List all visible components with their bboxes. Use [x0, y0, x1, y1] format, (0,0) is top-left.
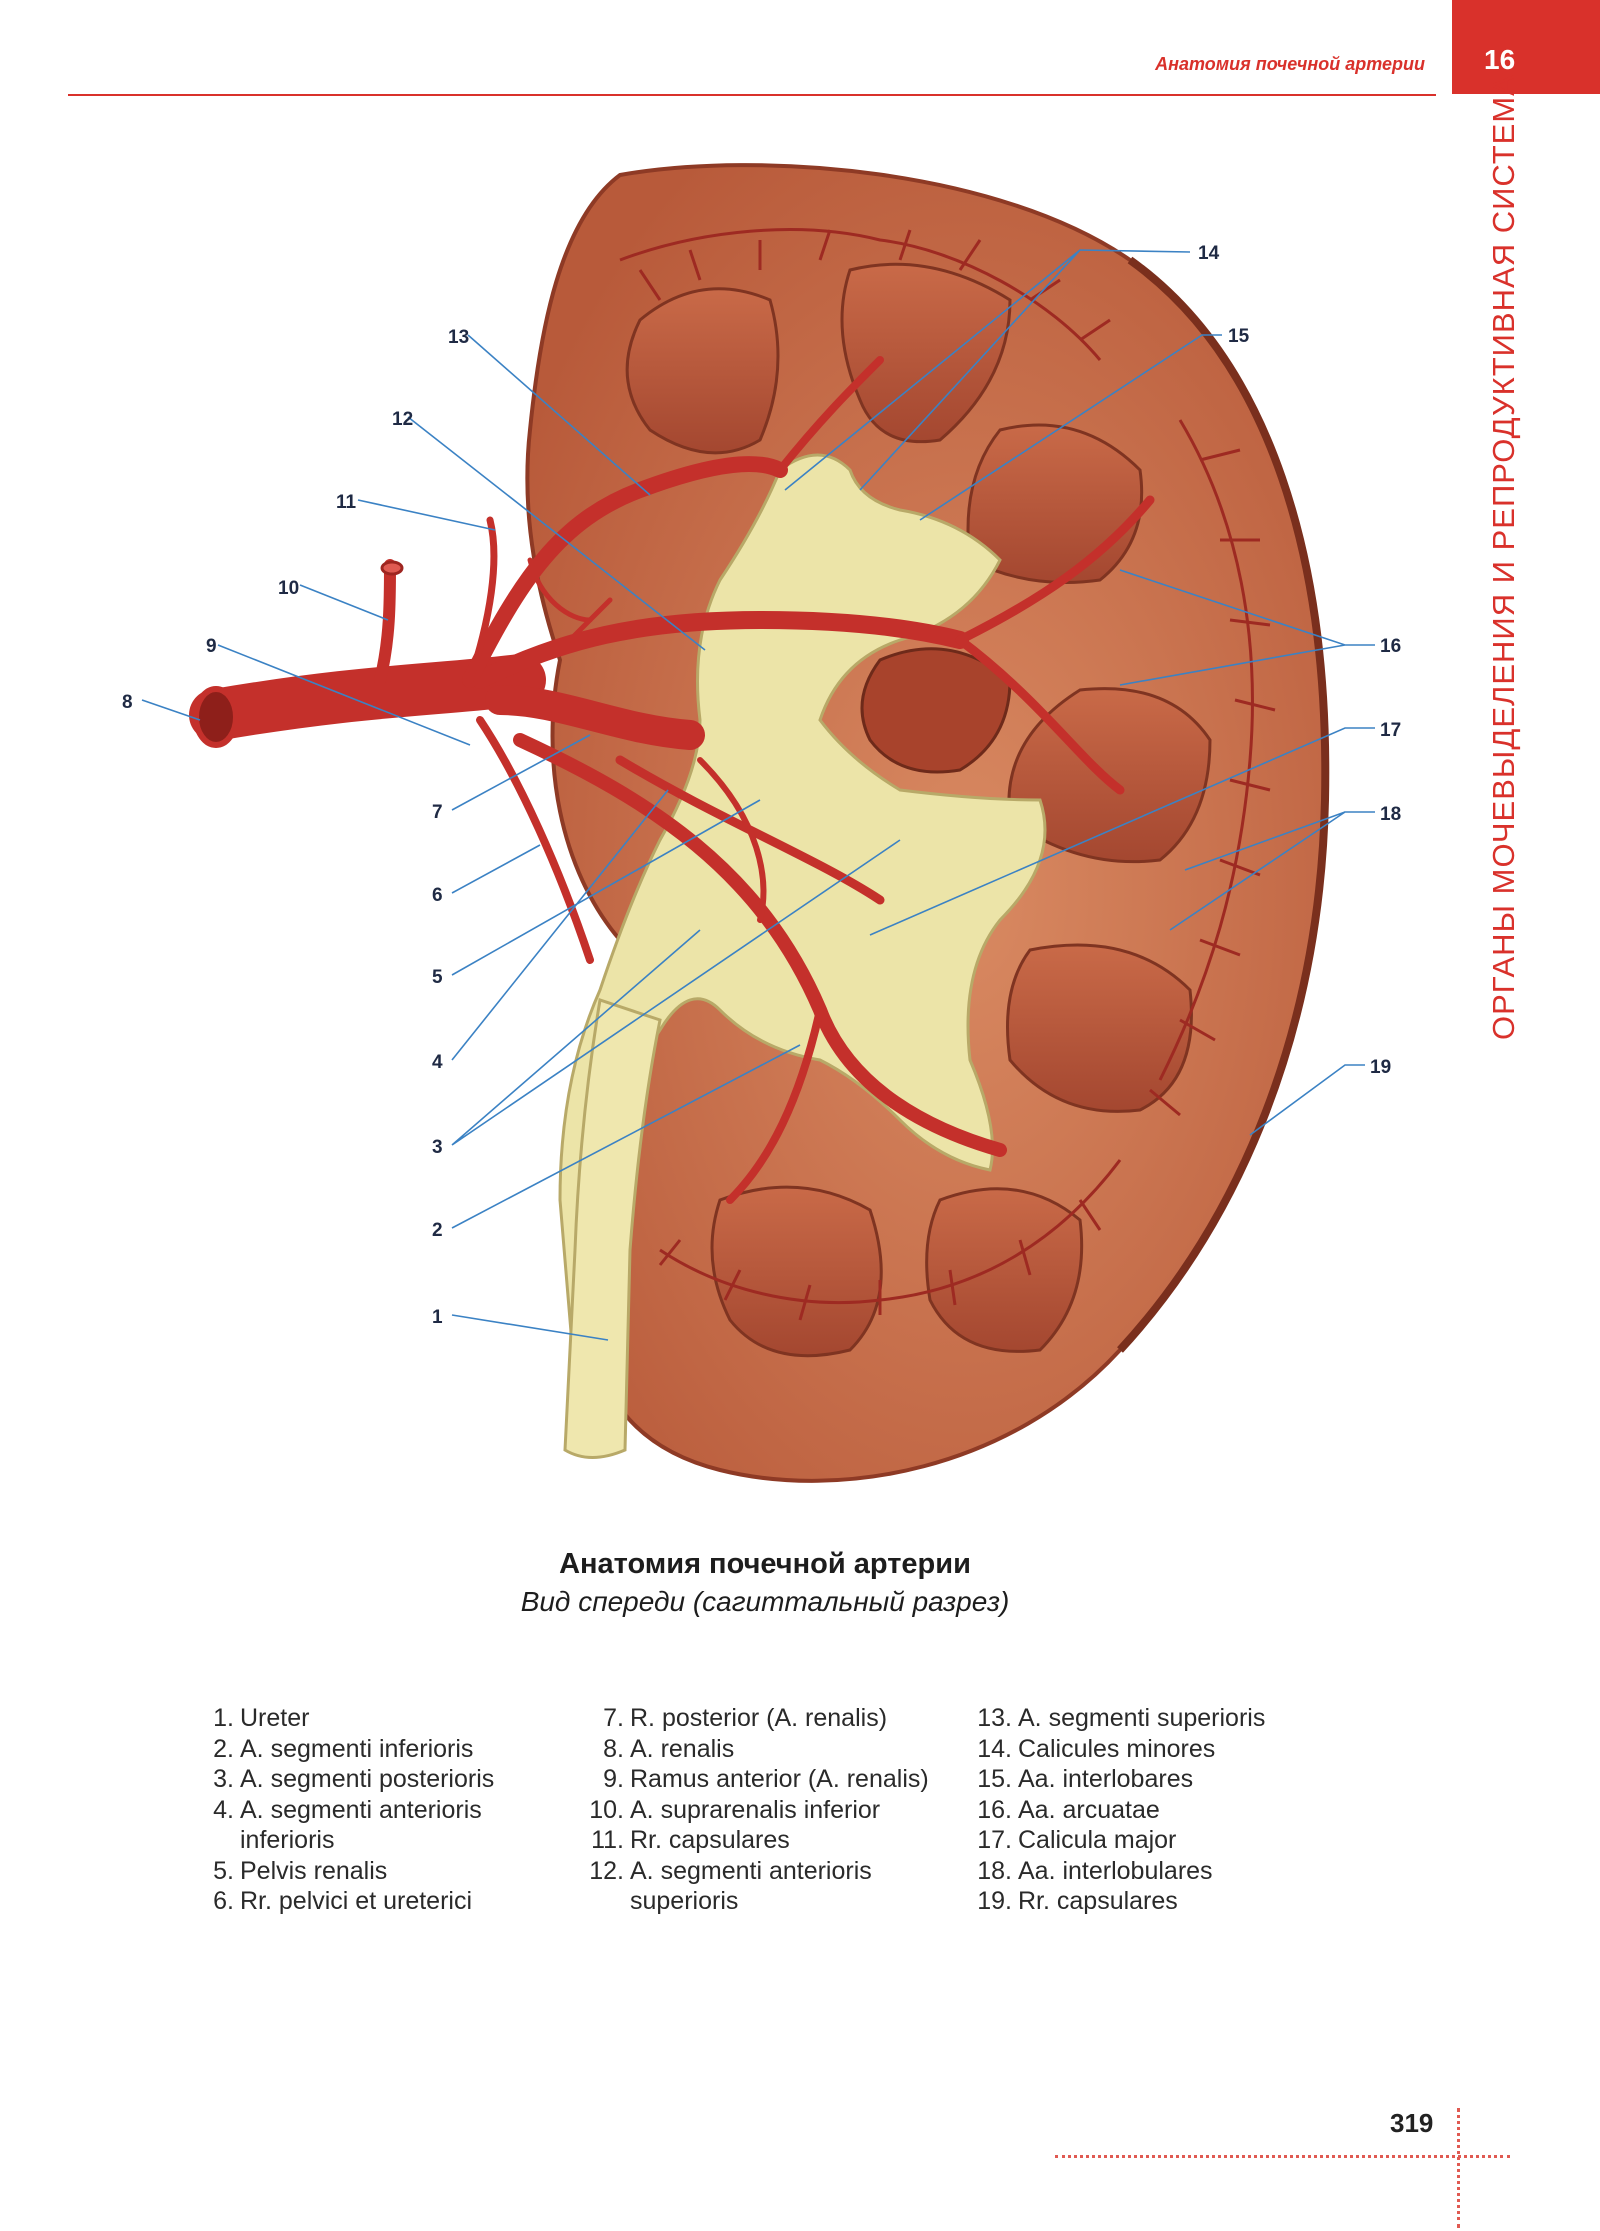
- label-14: 14: [1198, 243, 1220, 264]
- label-19: 19: [1370, 1057, 1391, 1078]
- renal-artery-tree: [189, 356, 1155, 1204]
- legend-item: 16.Aa. arcuatae: [977, 1795, 1160, 1824]
- header-rule: [68, 94, 1436, 96]
- kidney-capsule-edge: [1117, 256, 1330, 1353]
- label-7: 7: [432, 802, 443, 823]
- legend-item: 1.Ureter: [213, 1704, 310, 1732]
- chapter-tab: [1452, 0, 1600, 94]
- legend-item: 18.Aa. interlobulares: [977, 1856, 1213, 1885]
- legend-column-3: 13.A. segmenti superioris 14.Calicules m…: [960, 1703, 1265, 1917]
- ureter: [563, 998, 662, 1459]
- label-15: 15: [1228, 326, 1250, 347]
- legend-item: 7.R. posterior (A. renalis): [603, 1704, 888, 1732]
- legend-item: 12.A. segmenti anterioris: [589, 1856, 872, 1885]
- legend-item: 4.A. segmenti anterioris: [213, 1795, 482, 1824]
- label-13: 13: [448, 327, 469, 348]
- label-8: 8: [122, 692, 133, 713]
- label-5: 5: [432, 967, 443, 988]
- figure-caption-title: Анатомия почечной артерии: [559, 1548, 971, 1580]
- label-16: 16: [1380, 636, 1401, 657]
- running-head: Анатомия почечной артерии: [1155, 54, 1425, 74]
- page-number: 319: [1390, 2108, 1434, 2138]
- label-3: 3: [432, 1137, 443, 1158]
- label-10: 10: [278, 578, 299, 599]
- legend-item: 19.Rr. capsulares: [977, 1887, 1178, 1915]
- label-18: 18: [1380, 804, 1401, 825]
- cortical-vessels: [619, 228, 1276, 1321]
- legend-item: 10.A. suprarenalis inferior: [589, 1795, 881, 1824]
- legend-item: 2.A. segmenti inferioris: [213, 1734, 474, 1763]
- label-1: 1: [432, 1307, 443, 1328]
- label-12: 12: [392, 409, 413, 430]
- legend-column-2: 7.R. posterior (A. renalis) 8.A. renalis…: [572, 1703, 929, 1917]
- label-6: 6: [432, 885, 443, 906]
- label-11: 11: [336, 492, 357, 513]
- legend-item: 5.Pelvis renalis: [213, 1856, 388, 1885]
- figure-caption-subtitle: Вид спереди (сагиттальный разрез): [520, 1586, 1010, 1617]
- label-2: 2: [432, 1220, 443, 1241]
- legend-item: inferioris: [240, 1826, 335, 1854]
- legend-item: 15.Aa. interlobares: [977, 1765, 1194, 1793]
- kidney-illustration: 1 2 3 4 5 6 7 8 9 10 11 12 13 14 15 16 1…: [122, 163, 1401, 1483]
- label-17: 17: [1380, 720, 1401, 741]
- suprarenal-artery-opening: [380, 560, 404, 576]
- legend-item: 14.Calicules minores: [977, 1734, 1216, 1763]
- figure-labels: 1 2 3 4 5 6 7 8 9 10 11 12 13 14 15 16 1…: [122, 243, 1401, 1328]
- legend-item: 17.Calicula major: [977, 1826, 1177, 1854]
- footer-dotted-rule: [1055, 2155, 1510, 2158]
- footer-dotted-vertical: [1457, 2108, 1460, 2228]
- legend-item: 8.A. renalis: [603, 1734, 735, 1763]
- legend-item: 9.Ramus anterior (A. renalis): [603, 1765, 929, 1793]
- label-4: 4: [432, 1052, 443, 1073]
- legend-item: superioris: [630, 1887, 739, 1915]
- legend-item: 3.A. segmenti posterioris: [213, 1765, 495, 1793]
- legend-item: 6.Rr. pelvici et ureterici: [213, 1887, 473, 1915]
- legend-item: 11.Rr. capsulares: [591, 1826, 790, 1854]
- chapter-number: 16: [1484, 44, 1516, 75]
- leader-lines: [141, 249, 1375, 1341]
- legend-item: 13.A. segmenti superioris: [977, 1704, 1266, 1732]
- legend-column-1: 1.Ureter 2.A. segmenti inferioris 3.A. s…: [200, 1703, 494, 1917]
- label-9: 9: [206, 636, 217, 657]
- renal-artery-opening: [193, 686, 239, 748]
